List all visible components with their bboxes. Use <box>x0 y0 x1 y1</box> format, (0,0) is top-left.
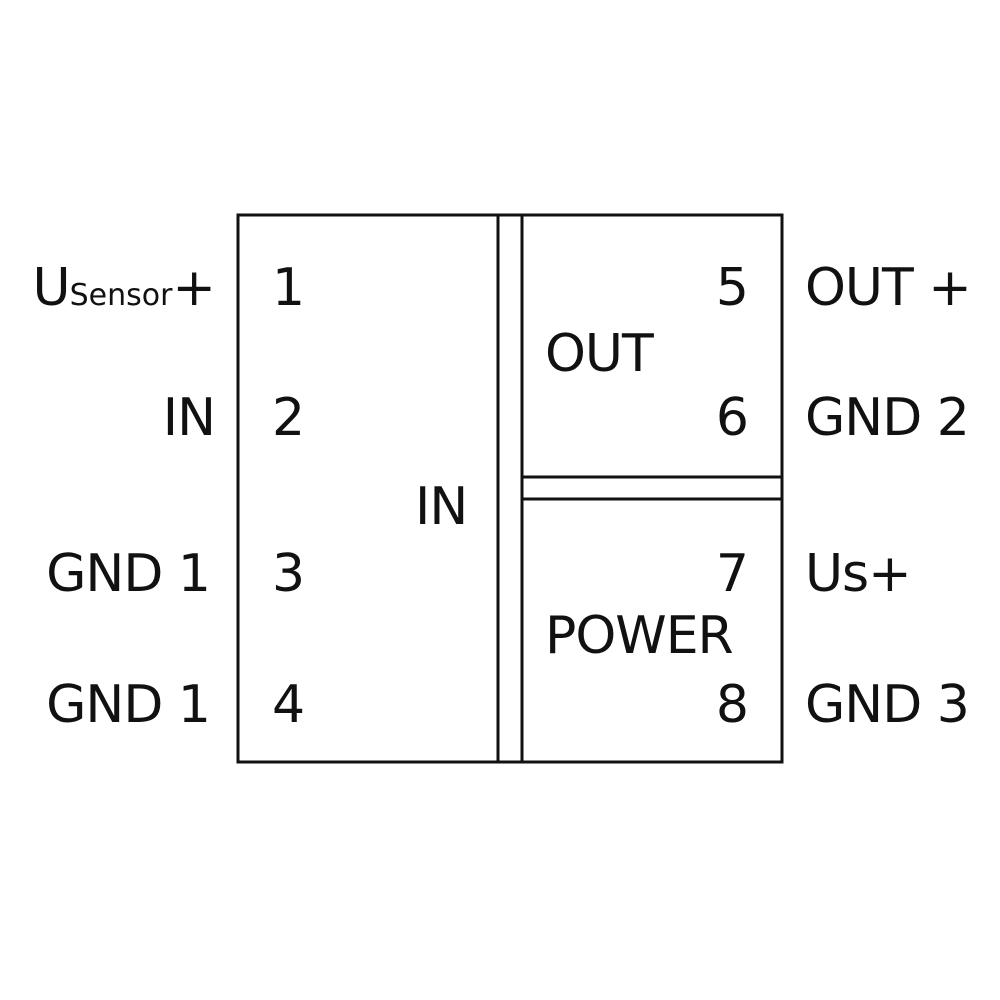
block-label-in: IN <box>415 477 468 537</box>
label-usensor-main: U <box>32 258 71 318</box>
label-usensor-sub: Sensor <box>69 278 173 313</box>
pin-1: 1 <box>272 258 305 318</box>
pin-4: 4 <box>272 675 305 735</box>
outer-box <box>236 213 784 764</box>
pin-2: 2 <box>272 388 305 448</box>
block-label-power: POWER <box>545 606 734 666</box>
pin-3: 3 <box>272 544 305 604</box>
label-gnd1-b: GND 1 <box>46 675 211 735</box>
pin-6: 6 <box>715 388 749 448</box>
label-gnd1-a: GND 1 <box>46 544 211 604</box>
label-gnd3: GND 3 <box>805 675 970 735</box>
label-usensor-plus: USensor+ <box>33 262 216 314</box>
pin-8: 8 <box>715 675 749 735</box>
label-gnd2: GND 2 <box>805 388 970 448</box>
pin-5: 5 <box>715 258 749 318</box>
label-out-plus: OUT + <box>805 258 972 318</box>
pin-7: 7 <box>715 544 749 604</box>
label-us-plus: Us+ <box>805 544 912 604</box>
label-usensor-sign: + <box>172 258 216 318</box>
block-label-out: OUT <box>545 324 654 384</box>
label-in-left: IN <box>162 388 216 448</box>
